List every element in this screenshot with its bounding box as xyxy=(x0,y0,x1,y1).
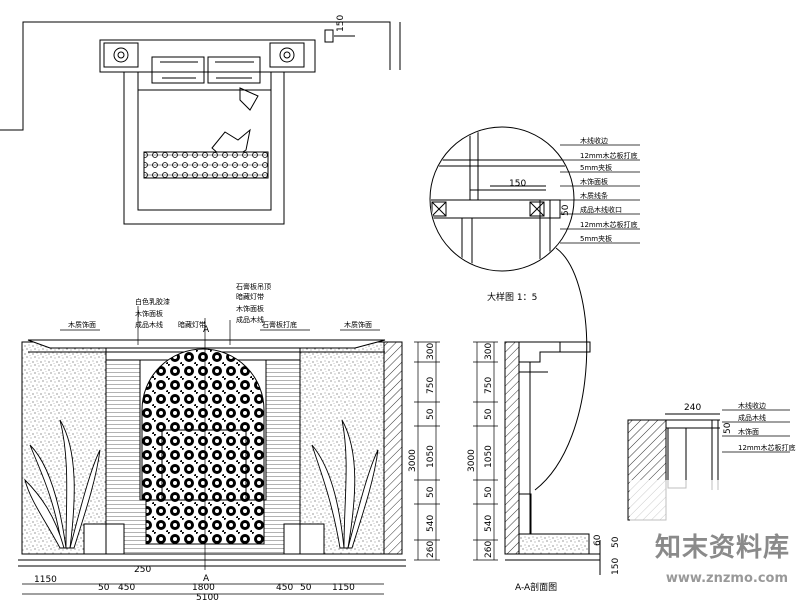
dim: 300 xyxy=(484,343,494,360)
detail-2-leaders xyxy=(722,409,790,453)
detail-labels: 木线收边 12mm木芯板打底 5mm夹板 木饰面板 木质线条 成品木线收口 12… xyxy=(580,136,638,243)
dim: 260 xyxy=(484,541,494,558)
dim: 50 xyxy=(484,408,494,420)
dim: 540 xyxy=(426,515,436,532)
section-left-dims xyxy=(473,341,498,561)
detail-dim-50: 50 xyxy=(561,204,571,216)
dim: 50 xyxy=(484,486,494,498)
dim: 50 xyxy=(98,583,110,593)
plant-left xyxy=(24,419,101,549)
elev-label: 木质饰面 xyxy=(68,320,96,329)
detail2-labels: 木线收边 成品木线 木饰面 12mm木芯板打底 xyxy=(738,401,796,452)
detail-label: 木线收边 xyxy=(580,136,608,145)
dim: 50 xyxy=(300,583,312,593)
dim: 450 xyxy=(118,583,135,593)
elev-label: 木饰面板 xyxy=(236,304,264,313)
watermark-brand: 知末资料库 xyxy=(654,533,790,563)
elevation-leaders xyxy=(60,306,380,570)
dim: 1150 xyxy=(332,583,355,593)
dim: 50 xyxy=(426,486,436,498)
elev-label: 成品木线 xyxy=(135,320,163,329)
detail-label: 成品木线收口 xyxy=(580,205,622,214)
dim: 260 xyxy=(426,541,436,558)
detail-label: 木质线条 xyxy=(580,191,608,200)
dim: 1800 xyxy=(192,583,215,593)
dim: 450 xyxy=(276,583,293,593)
detail-label: 12mm木芯板打底 xyxy=(580,220,638,229)
dim: 750 xyxy=(426,377,436,394)
elev-label: 木饰面板 xyxy=(135,309,163,318)
dim-total: 3000 xyxy=(408,449,418,472)
main-elevation xyxy=(18,339,406,567)
detail-label: 木饰面板 xyxy=(580,177,608,186)
detail-title: 大样图 1：5 xyxy=(487,291,537,303)
detail2-label: 木线收边 xyxy=(738,401,766,410)
detail-label: 5mm夹板 xyxy=(580,163,612,172)
detail-leaders xyxy=(560,144,640,244)
elevation-top-labels: 白色乳胶漆 木饰面板 成品木线 石膏板吊顶 暗藏灯带 木饰面板 成品木线 石膏板… xyxy=(68,282,372,329)
dim-total: 5100 xyxy=(196,593,219,600)
dim: 1150 xyxy=(34,575,57,585)
watermark-backdrop xyxy=(630,480,800,600)
watermark-logo: 知末资料库 xyxy=(655,527,790,564)
dim: 60 xyxy=(593,534,603,546)
detail2-dim-240: 240 xyxy=(684,403,701,413)
detail2-label: 木饰面 xyxy=(738,427,759,436)
elevation-bottom-dims xyxy=(22,583,384,595)
section-marker: A xyxy=(203,574,210,584)
section-title: A-A剖面图 xyxy=(515,581,557,593)
elev-label: 暗藏灯带 xyxy=(236,292,264,301)
section-aa xyxy=(504,341,601,575)
dim: 1050 xyxy=(426,445,436,468)
dim: 150 xyxy=(611,558,621,575)
dim: 50 xyxy=(611,536,621,548)
section-marker: A xyxy=(203,325,210,335)
elev-label: 木质饰面 xyxy=(344,320,372,329)
dim: 250 xyxy=(134,565,151,575)
detail-dim-150: 150 xyxy=(509,179,526,189)
elev-label: 石膏板吊顶 xyxy=(236,282,271,291)
detail-circle xyxy=(429,126,588,491)
section-left-dim-text: 300 750 50 1050 50 540 260 3000 60 50 15… xyxy=(467,343,621,575)
dim: 300 xyxy=(426,343,436,360)
bed-plan-view xyxy=(0,21,401,225)
elevation-right-dims xyxy=(414,341,440,561)
detail2-label: 成品木线 xyxy=(738,413,766,422)
elev-label: 成品木线 xyxy=(236,315,264,324)
dim: 50 xyxy=(426,408,436,420)
detail-label: 5mm夹板 xyxy=(580,234,612,243)
detail2-label: 12mm木芯板打底 xyxy=(738,443,796,452)
detail-label: 12mm木芯板打底 xyxy=(580,151,638,160)
elev-label: 石膏板打底 xyxy=(262,320,297,329)
dim: 1050 xyxy=(484,445,494,468)
dim-total: 3000 xyxy=(467,449,477,472)
dim: 750 xyxy=(484,377,494,394)
detail2-dim-50: 50 xyxy=(723,422,733,434)
watermark-url: www.znzmo.com xyxy=(665,571,788,586)
elevation-right-dim-text: 300 750 50 1050 50 540 260 3000 xyxy=(408,343,436,558)
dim: 540 xyxy=(484,515,494,532)
elev-label: 暗藏灯带 xyxy=(178,320,206,329)
plant-right xyxy=(311,419,379,549)
elevation-bottom-dim-text: 1150 50 450 1800 450 50 1150 5100 250 xyxy=(34,565,355,603)
elev-label: 白色乳胶漆 xyxy=(135,297,170,306)
plan-dim-top: 150 xyxy=(336,15,346,32)
